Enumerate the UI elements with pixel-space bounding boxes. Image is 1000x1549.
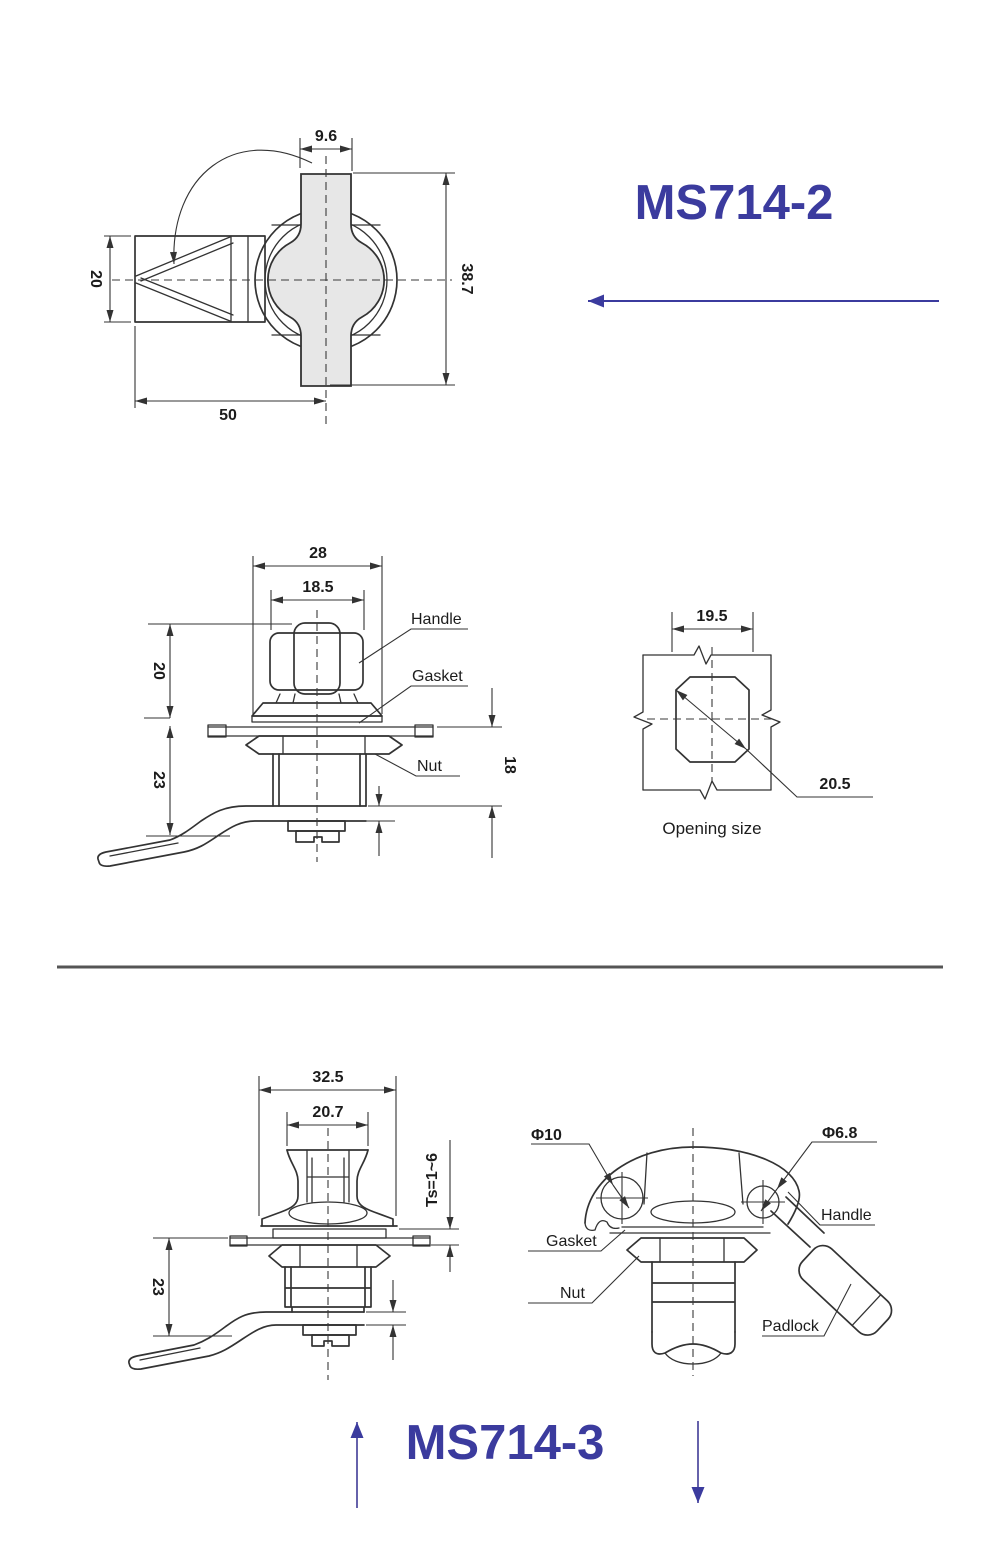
cam-lever [97, 805, 367, 868]
cam-lever [128, 1311, 365, 1371]
handle-label: Handle [411, 611, 462, 628]
dimensions: 28 18.5 20 23 18 [144, 545, 518, 858]
dim-50: 50 [219, 407, 237, 424]
dimensions: 19.5 20.5 [671, 608, 873, 798]
dim-20-7: 20.7 [312, 1104, 343, 1121]
lock-body-outline [134, 235, 266, 323]
centerlines [112, 156, 452, 424]
dim-19-5: 19.5 [696, 608, 727, 625]
handle-label: Handle [821, 1207, 872, 1224]
nut-label: Nut [417, 758, 442, 775]
panel-with-breaks [633, 645, 781, 800]
dim-phi10: Φ10 [531, 1127, 562, 1144]
model-title-ms714-3: MS714-3 [406, 1416, 605, 1470]
padlock-shackle [770, 1196, 893, 1336]
ms714-3-front-view: 32.5 20.7 Ts=1~6 23 [128, 1069, 459, 1380]
hole-circles [596, 1172, 785, 1224]
ms714-2-side-view: 9.6 38.7 20 50 [87, 128, 475, 424]
dim-ts: Ts=1~6 [424, 1153, 441, 1207]
dim-38-7: 38.7 [458, 263, 475, 294]
nut-and-body [626, 1237, 758, 1365]
opening-size-caption: Opening size [662, 819, 761, 838]
part-labels: Handle Gasket Nut [358, 611, 468, 777]
gasket-label: Gasket [546, 1233, 597, 1250]
model-title-ms714-2: MS714-2 [635, 176, 834, 230]
dim-18-right: 18 [501, 756, 518, 774]
dimensions: 32.5 20.7 Ts=1~6 23 [149, 1069, 459, 1360]
ms714-2-front-view: 28 18.5 20 23 18 Handle Gasket [97, 545, 518, 868]
dim-20-front: 20 [150, 662, 167, 680]
dim-18-5: 18.5 [302, 579, 333, 596]
dim-23-front: 23 [150, 771, 167, 789]
nut-and-body [245, 735, 403, 807]
dimensions: 9.6 38.7 20 50 [87, 128, 475, 424]
nut-label: Nut [560, 1285, 585, 1302]
nut-and-body [268, 1244, 391, 1313]
ms714-3-padlock-view: Φ10 Φ6.8 Handle Gasket Nut Padlock [528, 1125, 893, 1376]
dim-23-bottom: 23 [149, 1278, 166, 1296]
dome-handle-outline [584, 1146, 801, 1234]
dim-9-6: 9.6 [315, 128, 337, 145]
annotations: Φ10 Φ6.8 Handle Gasket Nut Padlock [528, 1125, 877, 1337]
gasket-disc [272, 1228, 387, 1239]
dim-20-5: 20.5 [819, 776, 850, 793]
gasket-label: Gasket [412, 668, 463, 685]
curved-leader-arrow [169, 149, 313, 265]
dim-phi6-8: Φ6.8 [822, 1125, 857, 1142]
dim-32-5: 32.5 [312, 1069, 343, 1086]
padlock-label: Padlock [762, 1318, 820, 1335]
knob-outline [260, 1149, 398, 1239]
opening-size-view: 19.5 20.5 Opening size [633, 608, 873, 838]
dim-28: 28 [309, 545, 327, 562]
dim-20-top: 20 [87, 270, 104, 288]
